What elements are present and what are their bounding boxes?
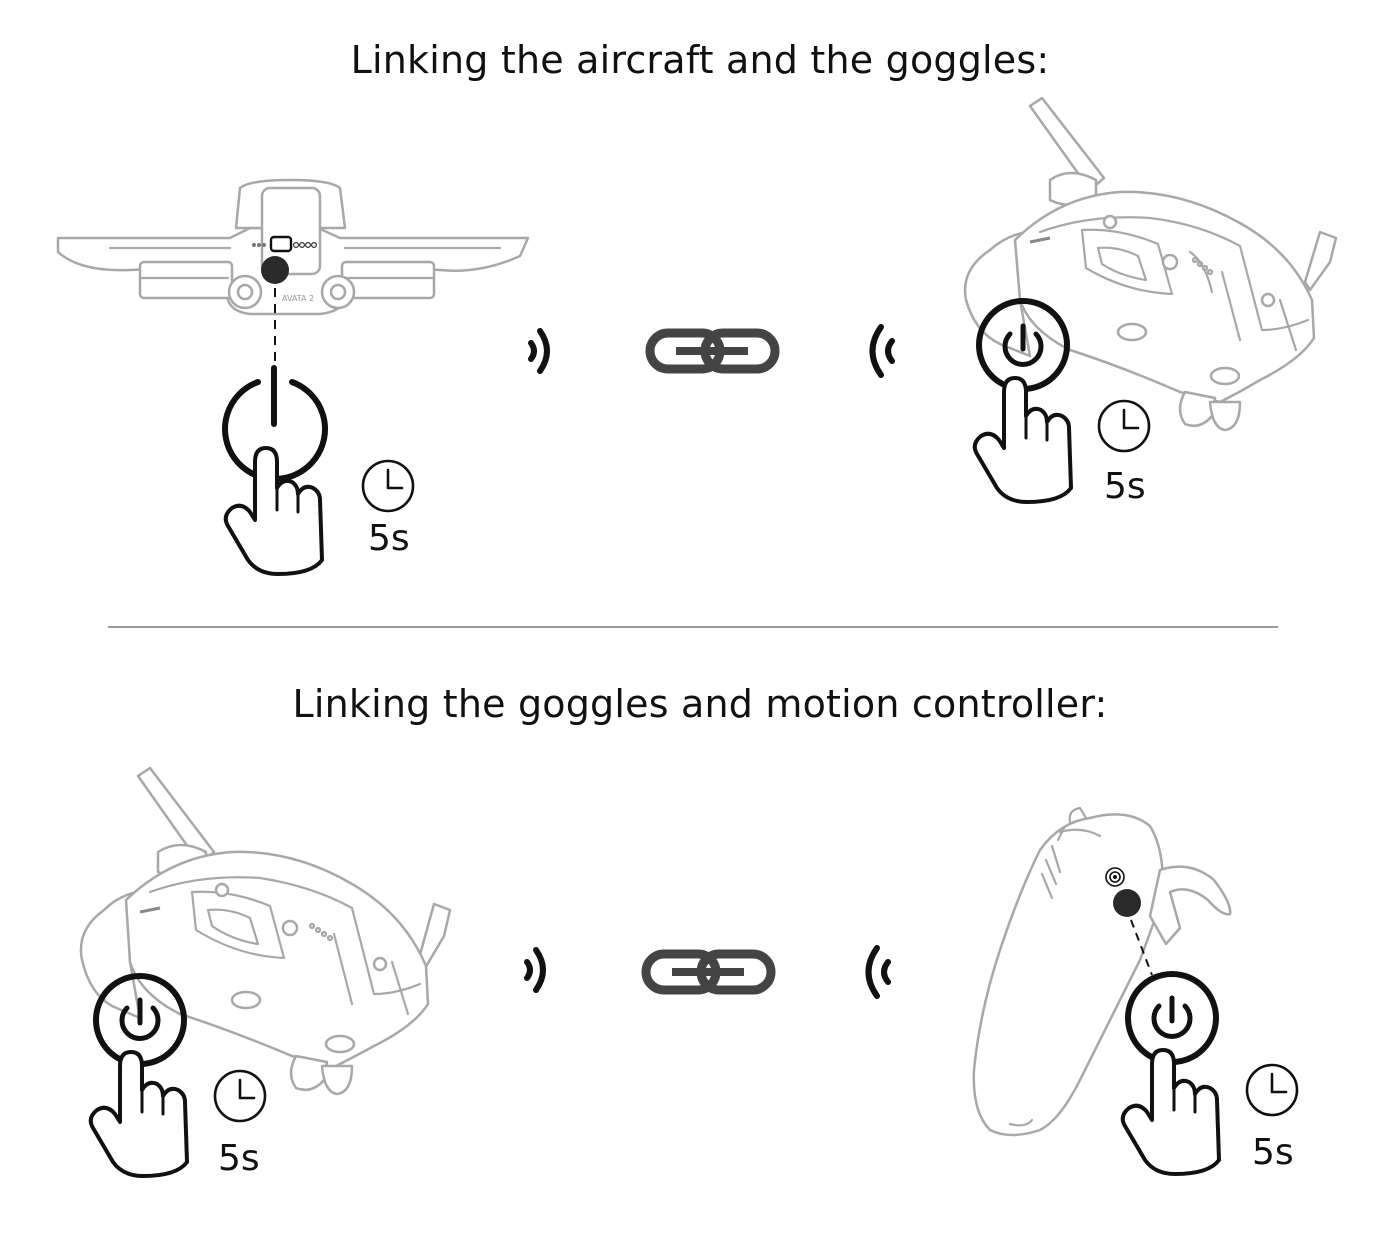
- clock-icon: [1097, 399, 1151, 453]
- clock-icon: [361, 459, 415, 513]
- clock-icon: [1245, 1063, 1299, 1117]
- controller-joystick: [1105, 867, 1125, 887]
- controller-press-indicator: [1120, 971, 1221, 1176]
- link-chain-icon: [641, 949, 776, 995]
- aircraft-drone: AVATA 2: [56, 178, 530, 372]
- clock-icon: [213, 1069, 267, 1123]
- timer-label-controller: 5s: [1252, 1132, 1294, 1173]
- power-icon: [1002, 331, 1044, 367]
- power-icon: [1151, 1003, 1193, 1039]
- aircraft-press-indicator: [222, 365, 328, 576]
- timer-label-aircraft: 5s: [368, 518, 410, 559]
- aircraft-model-text: AVATA 2: [282, 294, 314, 303]
- power-icon: [119, 1005, 161, 1041]
- section-divider: [108, 626, 1278, 628]
- pointing-hand-icon: [1120, 1048, 1221, 1176]
- aircraft-battery-leds: [293, 242, 318, 249]
- signal-in-icon: [869, 324, 895, 378]
- signal-out-icon: [528, 328, 550, 374]
- aircraft-power-button[interactable]: [261, 256, 289, 284]
- signal-out-icon: [524, 947, 546, 993]
- heading-aircraft-goggles: Linking the aircraft and the goggles:: [350, 38, 1050, 82]
- controller-power-button[interactable]: [1113, 889, 1141, 917]
- pointing-hand-icon: [972, 376, 1073, 504]
- timer-label-goggles-bottom: 5s: [218, 1138, 260, 1179]
- goggles-top-press-indicator: [972, 298, 1073, 504]
- goggles-top: [963, 96, 1338, 432]
- timer-label-goggles-top: 5s: [1104, 466, 1146, 507]
- signal-in-icon: [865, 945, 891, 999]
- heading-goggles-controller: Linking the goggles and motion controlle…: [292, 682, 1108, 726]
- pointing-hand-icon: [88, 1050, 189, 1178]
- goggles-bottom: [79, 766, 452, 1096]
- aircraft-leds-left: [252, 243, 266, 247]
- goggles-bottom-press-indicator: [88, 973, 189, 1178]
- controller-button-callout: [1130, 919, 1153, 976]
- pointing-hand-icon: [223, 446, 324, 576]
- link-chain-icon: [645, 328, 780, 374]
- motion-controller: [972, 806, 1232, 1137]
